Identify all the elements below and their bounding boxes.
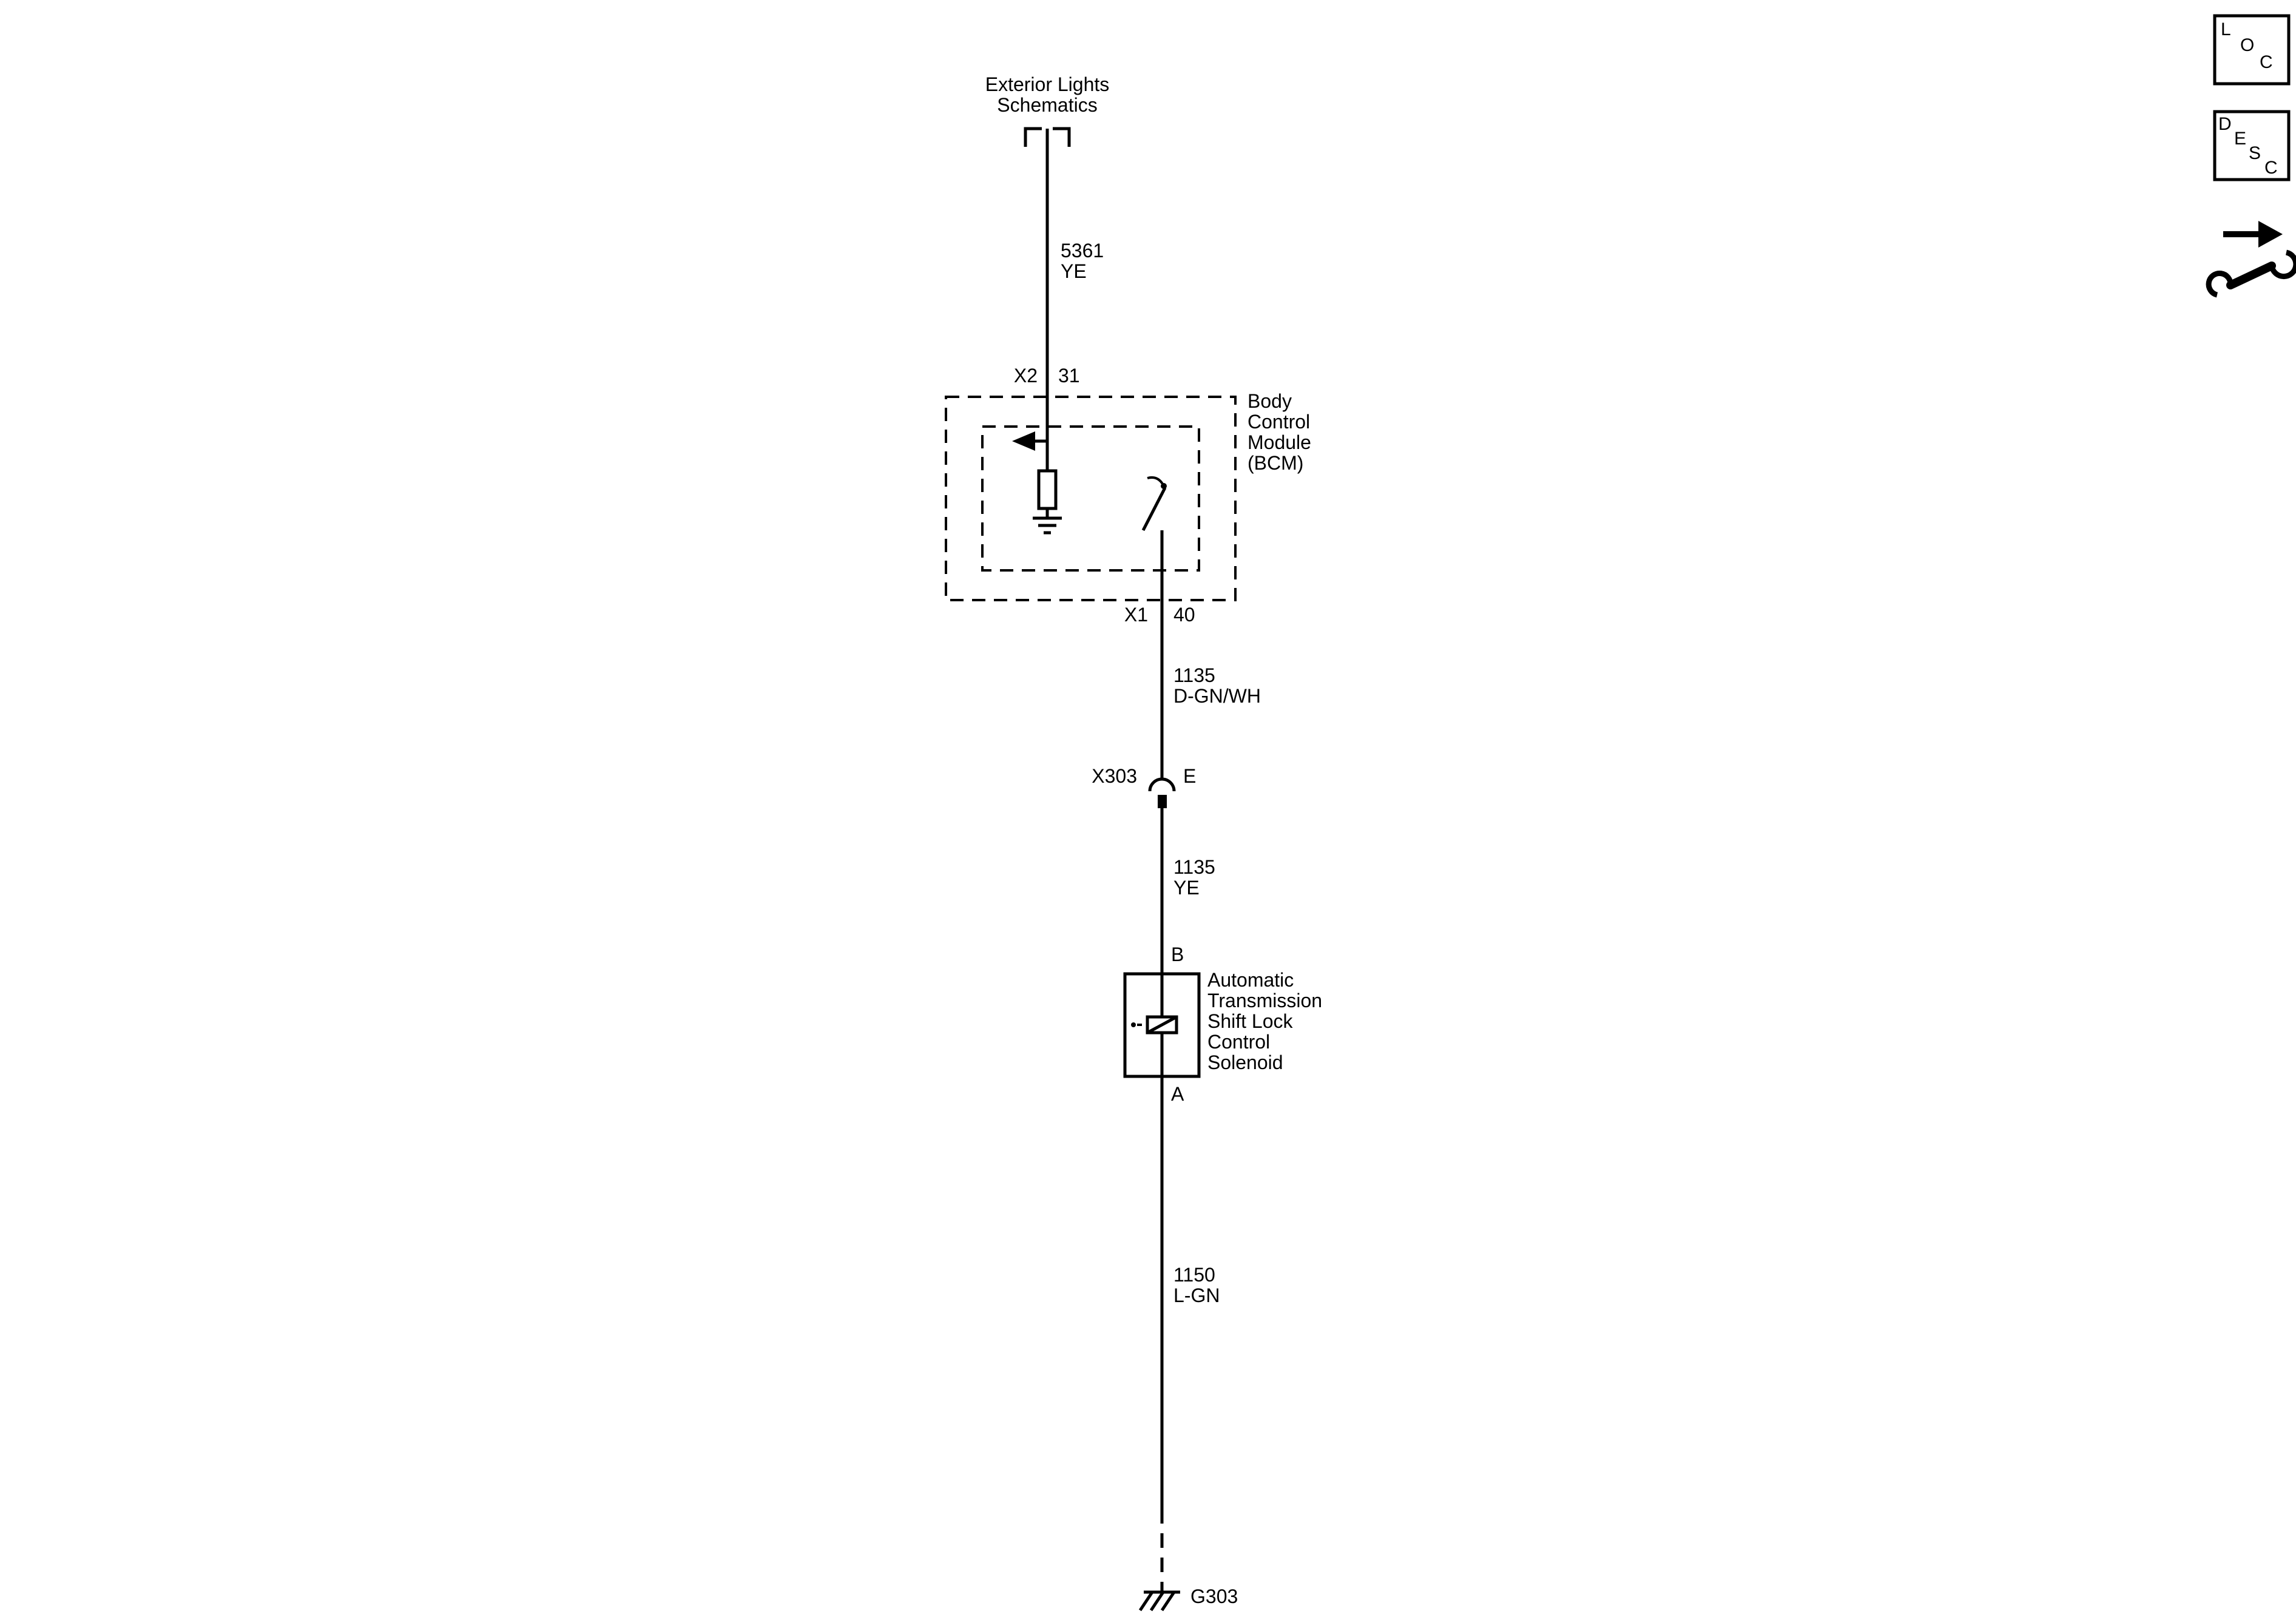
internal-ground-icon <box>1033 516 1062 535</box>
offpage-reference-title-line1: Exterior Lights <box>985 73 1110 95</box>
solenoid-pin-b-label: B <box>1171 944 1184 965</box>
desc-letter-d: D <box>2218 114 2232 134</box>
loc-letter-c: C <box>2260 52 2273 72</box>
offpage-reference-title-line2: Schematics <box>997 94 1098 116</box>
loc-letter-l: L <box>2221 19 2231 39</box>
bcm-name-line2: Control <box>1248 411 1311 433</box>
wire-1150-color-label: L-GN <box>1173 1284 1220 1306</box>
desc-letter-s: S <box>2249 143 2261 163</box>
ground-g303-icon <box>1138 1590 1180 1612</box>
solenoid-name-line1: Automatic <box>1207 969 1294 991</box>
resistor-icon <box>1037 469 1058 510</box>
wire-1150-circuit-label: 1150 <box>1173 1264 1215 1286</box>
solenoid-name-line2: Transmission <box>1207 990 1323 1011</box>
solenoid-coil-icon <box>1131 974 1178 1076</box>
solenoid-name-line3: Shift Lock <box>1207 1010 1293 1032</box>
solenoid-name-line4: Control <box>1207 1031 1271 1053</box>
solenoid-pin-a-label: A <box>1171 1083 1184 1105</box>
wire-1135-bottom-circuit-label: 1135 <box>1173 856 1215 878</box>
ground-g303-label: G303 <box>1190 1585 1238 1607</box>
wire-5361-color-label: YE <box>1061 260 1087 282</box>
service-tools-icon[interactable] <box>2206 221 2296 298</box>
bcm-name-line1: Body <box>1248 390 1292 412</box>
solenoid-name-line5: Solenoid <box>1207 1052 1283 1073</box>
bcm-name-line3: Module <box>1248 431 1311 453</box>
wire-1135-top-circuit-label: 1135 <box>1173 664 1215 686</box>
bcm-pin-40-label: 40 <box>1173 604 1195 626</box>
desc-letter-e: E <box>2234 129 2247 149</box>
offpage-reference-bracket-icon <box>1024 127 1071 147</box>
bcm-outer-box <box>945 396 1237 601</box>
bcm-name-line4: (BCM) <box>1248 452 1304 474</box>
connector-x303-pin-e-label: E <box>1183 765 1197 787</box>
loc-letter-o: O <box>2240 35 2255 55</box>
wire-1135-top-color-label: D-GN/WH <box>1173 685 1261 707</box>
connector-x303-label: X303 <box>1092 765 1137 787</box>
desc-letter-c: C <box>2264 158 2278 178</box>
bcm-inner-box <box>981 425 1200 572</box>
bcm-pin-31-label: 31 <box>1058 365 1080 387</box>
desc-box[interactable] <box>2213 110 2291 181</box>
wire-5361-circuit-label: 5361 <box>1061 240 1104 262</box>
loc-box[interactable] <box>2213 14 2291 86</box>
bcm-connector-x2-label: X2 <box>1013 365 1038 387</box>
inline-connector-x303-icon <box>1148 777 1176 808</box>
bcm-connector-x1-label: X1 <box>1124 604 1148 626</box>
wire-1135-bottom-color-label: YE <box>1173 877 1200 899</box>
switch-icon <box>1141 476 1167 779</box>
driver-arrowhead-icon <box>1012 431 1035 451</box>
